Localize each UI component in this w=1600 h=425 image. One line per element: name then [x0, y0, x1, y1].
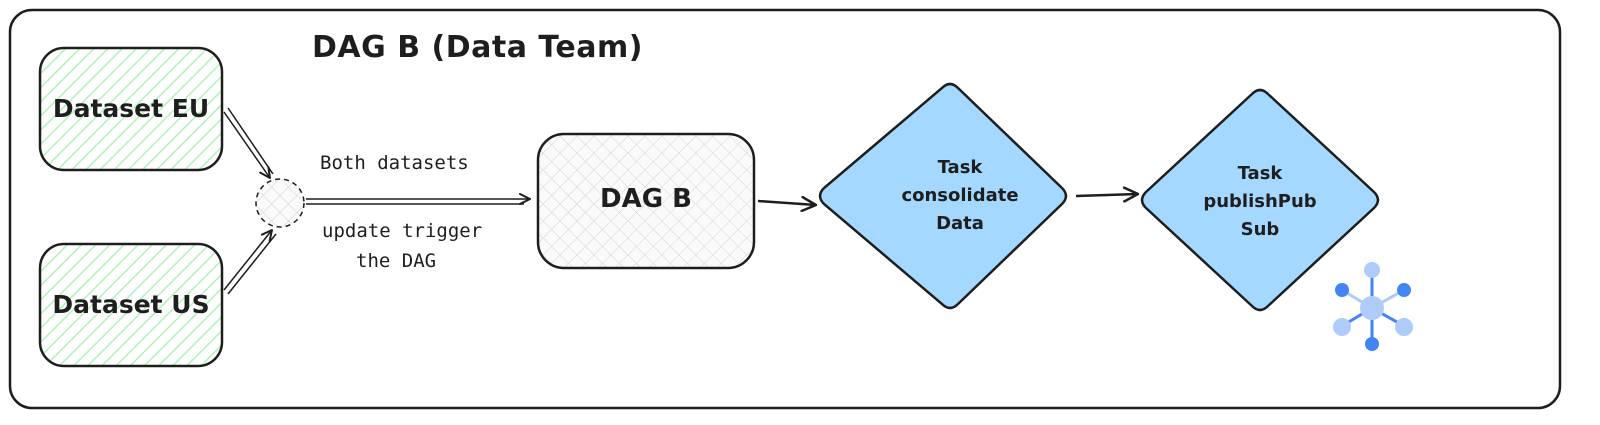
- task-publish-diamond[interactable]: [1140, 88, 1380, 312]
- dag-b-label: DAG B: [600, 184, 692, 214]
- annotation-line-3: the DAG: [356, 250, 437, 272]
- annotation-line-1: Both datasets: [320, 152, 469, 174]
- arrow-eu-to-junction: [223, 107, 274, 179]
- task-consolidate-line-3: Data: [936, 213, 984, 234]
- dag-b-box[interactable]: [536, 132, 756, 270]
- dataset-us-box[interactable]: [38, 242, 224, 368]
- arrow-junction-to-dag: [306, 193, 531, 205]
- pubsub-network-icon: [1333, 262, 1413, 351]
- annotation-line-2: update trigger: [322, 220, 483, 242]
- dataset-eu-label: Dataset EU: [52, 94, 210, 123]
- task-publish-label: Task publishPub Sub: [1160, 160, 1360, 244]
- arrow-consolidate-to-publish: [1075, 194, 1138, 196]
- diagram-title: DAG B (Data Team): [312, 30, 643, 65]
- arrow-us-to-junction: [223, 229, 277, 295]
- dataset-eu-box[interactable]: [38, 46, 224, 172]
- task-consolidate-diamond[interactable]: [818, 82, 1068, 310]
- task-consolidate-line-1: Task: [937, 157, 983, 178]
- dataset-us-label: Dataset US: [52, 290, 210, 319]
- task-consolidate-label: Task consolidate Data: [860, 154, 1060, 238]
- task-publish-line-2: publishPub: [1203, 191, 1317, 212]
- diagram-frame: [8, 8, 1562, 410]
- task-publish-line-1: Task: [1237, 163, 1283, 184]
- task-consolidate-line-2: consolidate: [901, 185, 1019, 206]
- arrow-dag-to-task-consolidate: [757, 201, 816, 205]
- merge-junction: [255, 178, 305, 228]
- task-publish-line-3: Sub: [1240, 219, 1280, 240]
